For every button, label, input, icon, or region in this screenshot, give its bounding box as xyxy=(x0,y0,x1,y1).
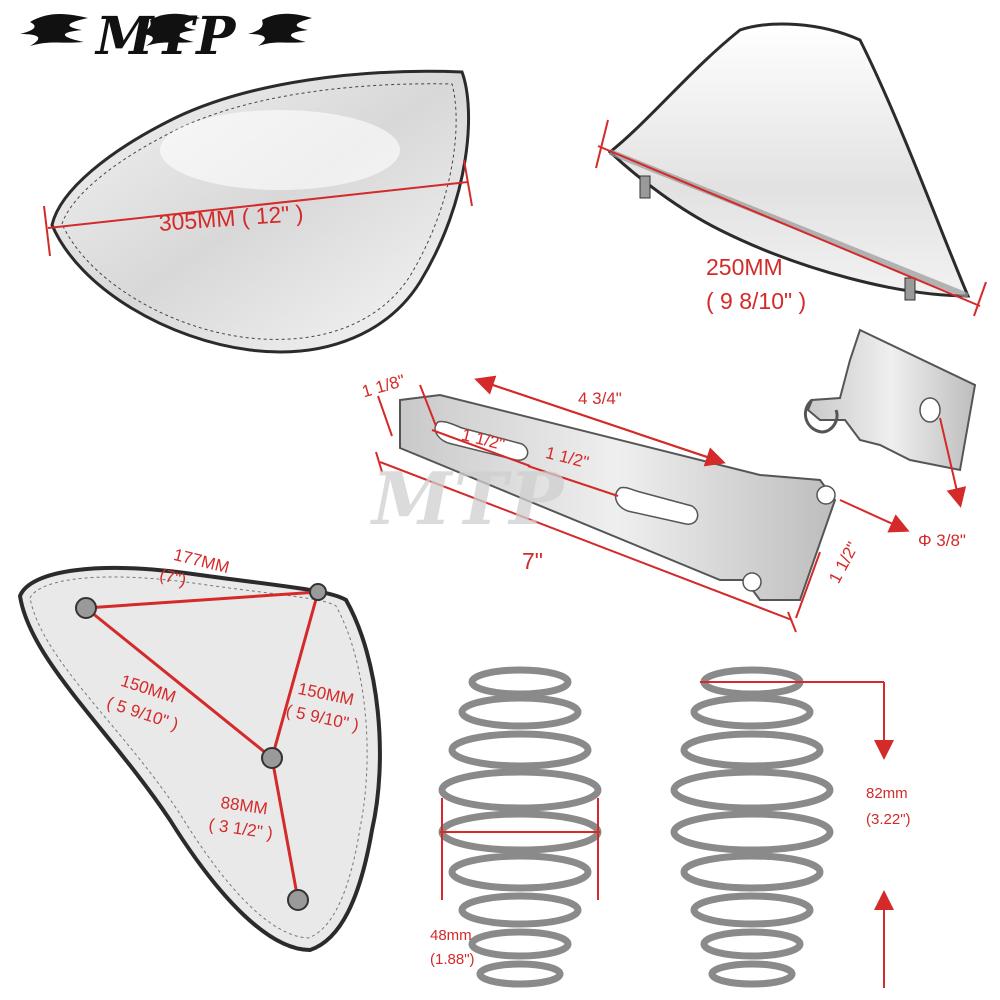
stud-bolt-icon xyxy=(75,583,327,911)
seat-front-dimension-in: ( 9 8/10" ) xyxy=(706,288,807,314)
logo-flame-icon xyxy=(20,13,312,46)
seat-base-view xyxy=(17,566,382,953)
seat-top-view xyxy=(43,69,473,354)
spring-left xyxy=(438,666,602,988)
spring-diameter-in: (1.88") xyxy=(430,951,475,968)
seat-front-view xyxy=(595,22,987,317)
bracket-total-length-label: 7" xyxy=(522,548,543,574)
bracket-hole-label: Φ 3/8" xyxy=(918,531,966,550)
spring-height-mm: 82mm xyxy=(866,785,908,802)
spring-diameter-mm: 48mm xyxy=(430,927,472,944)
spring-right xyxy=(670,666,834,988)
spring-dimension-lines xyxy=(440,681,894,988)
brand-logo: MTP xyxy=(96,6,238,67)
bracket-slot-length-label: 4 3/4" xyxy=(578,389,622,408)
spring-height-in: (3.22") xyxy=(866,811,911,828)
mounting-bracket xyxy=(375,328,977,633)
seat-front-dimension-mm: 250MM xyxy=(706,254,783,280)
brand-watermark: MTP xyxy=(372,456,566,541)
